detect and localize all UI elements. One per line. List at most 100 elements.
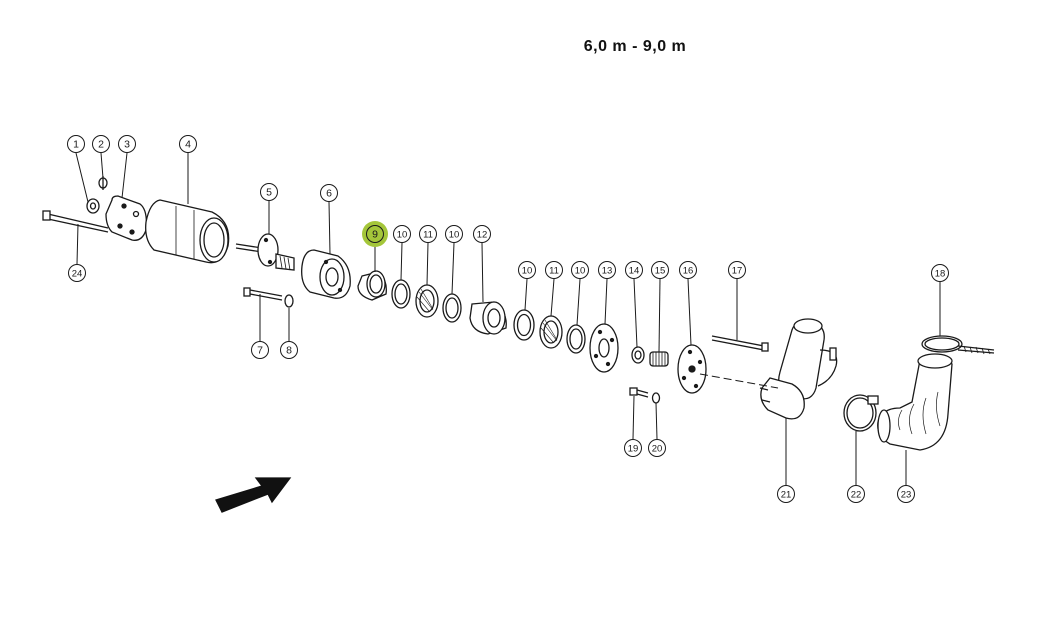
callout-circle — [67, 135, 85, 153]
part-needle-bearing — [649, 351, 669, 367]
callout-number: 23 — [901, 490, 912, 501]
leader-line-2 — [100, 152, 104, 179]
callout-3[interactable]: 3 — [118, 135, 136, 153]
callout-circle — [931, 264, 949, 282]
direction-arrow — [215, 477, 292, 513]
callout-number: 12 — [477, 230, 488, 241]
leader-line-10 — [576, 278, 581, 326]
callout-circle — [260, 183, 278, 201]
callout-16[interactable]: 16 — [679, 261, 697, 279]
callout-20[interactable]: 20 — [648, 439, 666, 457]
callout-10[interactable]: 10 — [445, 225, 463, 243]
callout-number: 8 — [286, 345, 292, 357]
part-motor-flange — [677, 344, 707, 394]
part-flange-disc — [589, 323, 619, 373]
leader-line-1 — [75, 152, 89, 203]
callout-number: 6 — [326, 188, 332, 200]
part-washer-20 — [651, 392, 661, 404]
leader-line-11 — [550, 278, 555, 317]
callout-number: 15 — [655, 266, 666, 277]
part-bearing-11a — [415, 284, 439, 318]
callout-number: 13 — [602, 266, 613, 277]
leader-line-24 — [76, 223, 79, 265]
leader-line-15 — [658, 278, 661, 353]
callout-number: 3 — [124, 139, 130, 151]
callout-number: 7 — [257, 345, 263, 357]
leader-line-10 — [400, 242, 403, 281]
callout-number: 16 — [683, 266, 694, 277]
callout-circle — [393, 225, 411, 243]
leader-line-16 — [687, 278, 692, 346]
callout-number: 22 — [851, 490, 862, 501]
leader-line-20 — [655, 402, 658, 440]
part-rubber-elbow — [877, 353, 953, 451]
callout-10[interactable]: 10 — [393, 225, 411, 243]
part-bushing-9 — [357, 270, 387, 301]
callout-14[interactable]: 14 — [625, 261, 643, 279]
callout-circle — [545, 261, 563, 279]
callout-circle — [473, 225, 491, 243]
leader-line-10 — [524, 278, 528, 311]
callout-circle — [251, 341, 269, 359]
callout-5[interactable]: 5 — [260, 183, 278, 201]
callout-8[interactable]: 8 — [280, 341, 298, 359]
callout-7[interactable]: 7 — [251, 341, 269, 359]
callout-circle — [445, 225, 463, 243]
callout-2[interactable]: 2 — [92, 135, 110, 153]
part-hose-clamp — [843, 394, 879, 432]
leader-line-10 — [451, 242, 455, 295]
callout-circle — [648, 439, 666, 457]
diagram-title: 6,0 m - 9,0 m — [583, 38, 687, 55]
callout-circle — [179, 135, 197, 153]
part-housing — [301, 249, 351, 299]
callout-number: 21 — [781, 490, 792, 501]
callout-11[interactable]: 11 — [545, 261, 563, 279]
callout-15[interactable]: 15 — [651, 261, 669, 279]
callout-number: 4 — [185, 139, 191, 151]
callout-9[interactable]: 9 — [362, 221, 388, 247]
callout-12[interactable]: 12 — [473, 225, 491, 243]
callout-circle — [571, 261, 589, 279]
callout-10[interactable]: 10 — [518, 261, 536, 279]
callout-number: 9 — [372, 229, 378, 241]
part-bolt-7 — [243, 287, 283, 301]
motor-axis-line — [699, 373, 779, 389]
callout-24[interactable]: 24 — [68, 264, 86, 282]
callout-1[interactable]: 1 — [67, 135, 85, 153]
callout-circle — [419, 225, 437, 243]
callout-22[interactable]: 22 — [847, 485, 865, 503]
part-nut-2 — [98, 176, 108, 190]
callout-circle — [68, 264, 86, 282]
callout-17[interactable]: 17 — [728, 261, 746, 279]
callout-circle — [847, 485, 865, 503]
callout-circle — [366, 225, 384, 243]
callout-number: 14 — [629, 266, 640, 277]
callout-18[interactable]: 18 — [931, 264, 949, 282]
callout-circle — [92, 135, 110, 153]
part-shaft-flange — [235, 233, 295, 271]
part-flange-plate — [105, 195, 148, 241]
callout-21[interactable]: 21 — [777, 485, 795, 503]
callout-11[interactable]: 11 — [419, 225, 437, 243]
callout-number: 18 — [935, 269, 946, 280]
callout-circle — [118, 135, 136, 153]
leader-line-13 — [604, 278, 608, 325]
callout-number: 1 — [73, 139, 79, 151]
callout-13[interactable]: 13 — [598, 261, 616, 279]
callout-number: 11 — [549, 266, 559, 277]
callout-number: 20 — [652, 444, 663, 455]
leader-line-12 — [481, 242, 484, 303]
callout-number: 5 — [266, 187, 272, 199]
callout-10[interactable]: 10 — [571, 261, 589, 279]
part-ring-10d — [566, 324, 586, 354]
callout-19[interactable]: 19 — [624, 439, 642, 457]
callout-4[interactable]: 4 — [179, 135, 197, 153]
part-clamp-screw — [921, 335, 995, 355]
callout-6[interactable]: 6 — [320, 184, 338, 202]
part-long-stud — [711, 335, 769, 352]
leader-line-14 — [633, 278, 638, 348]
callout-circle — [624, 439, 642, 457]
callout-23[interactable]: 23 — [897, 485, 915, 503]
